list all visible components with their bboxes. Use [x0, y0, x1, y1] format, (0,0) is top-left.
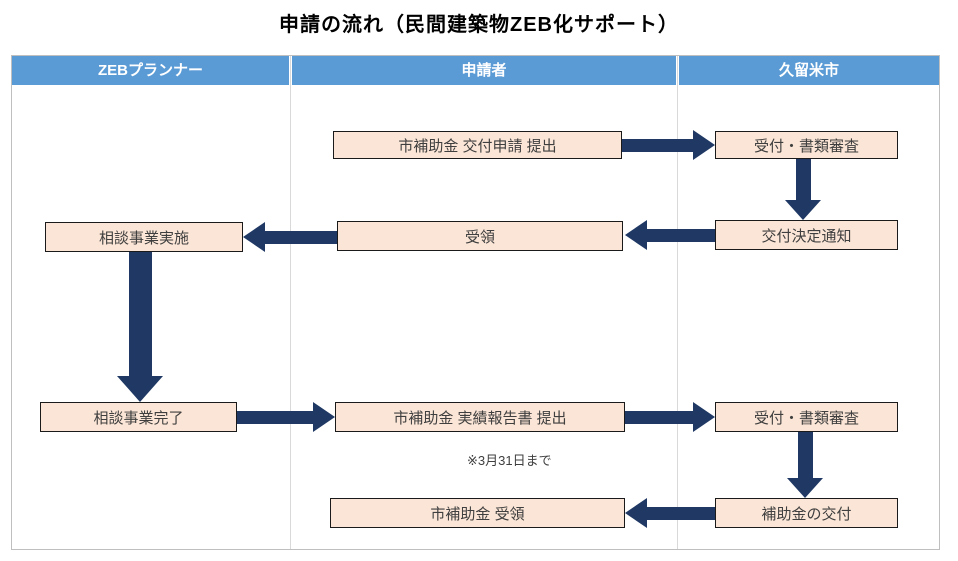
arrow-down-icon — [785, 159, 821, 220]
deadline-note: ※3月31日まで — [467, 453, 552, 468]
step-reception-document-review-1: 受付・書類審査 — [715, 131, 898, 159]
arrow-down-icon — [117, 252, 163, 402]
step-consultation-complete: 相談事業完了 — [40, 402, 237, 432]
step-subsidy-payment: 補助金の交付 — [715, 498, 898, 528]
step-grant-application-submit: 市補助金 交付申請 提出 — [333, 131, 622, 159]
page-title: 申請の流れ（民間建築物ZEB化サポート） — [279, 14, 679, 36]
step-performance-report-submit: 市補助金 実績報告書 提出 — [335, 402, 625, 432]
lane-divider-left — [290, 56, 291, 549]
flowchart-table: ZEBプランナー 申請者 久留米市 市補助金 交付申請 提出 受付・書類審査 交… — [11, 55, 940, 550]
step-receipt: 受領 — [337, 221, 623, 251]
arrow-left-icon — [625, 220, 715, 250]
step-consultation-implementation: 相談事業実施 — [45, 222, 243, 252]
step-subsidy-receipt: 市補助金 受領 — [330, 498, 625, 528]
arrow-right-icon — [237, 402, 335, 432]
arrow-right-icon — [622, 130, 715, 160]
arrow-right-icon — [625, 402, 715, 432]
arrow-left-icon — [243, 222, 337, 252]
lane-header-applicant: 申請者 — [292, 56, 676, 85]
lane-header-kurume-city: 久留米市 — [679, 56, 939, 85]
arrow-left-icon — [625, 498, 715, 528]
step-reception-document-review-2: 受付・書類審査 — [715, 402, 898, 432]
step-grant-decision-notice: 交付決定通知 — [715, 220, 898, 250]
lane-header-zeb-planner: ZEBプランナー — [12, 56, 289, 85]
lane-divider-right — [677, 56, 678, 549]
arrow-down-icon — [787, 432, 823, 498]
